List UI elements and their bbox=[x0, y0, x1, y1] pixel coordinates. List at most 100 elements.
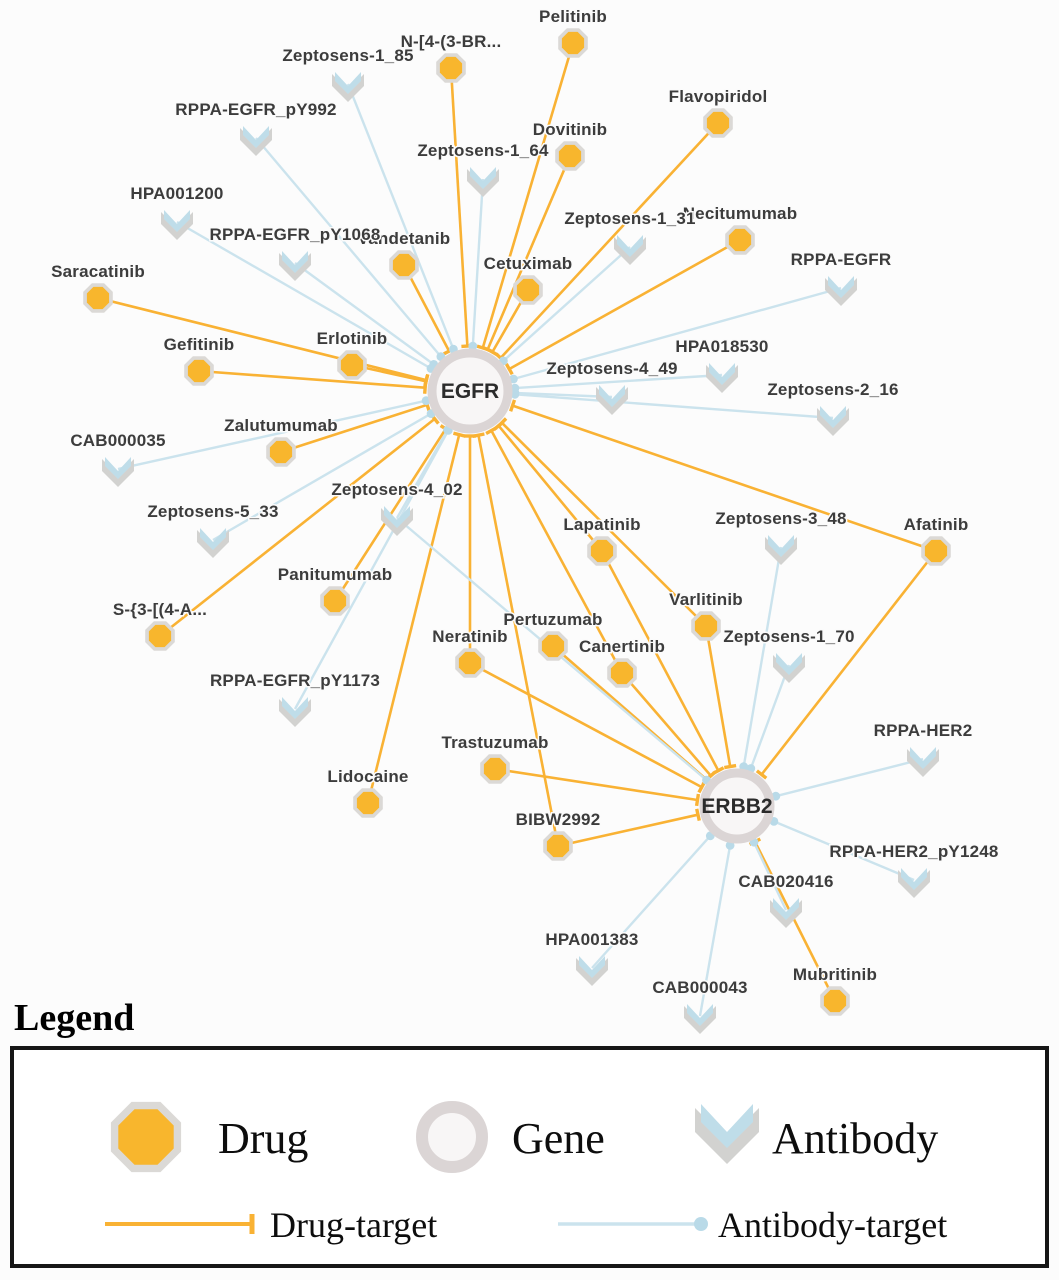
edge-varlitinib-erbb2 bbox=[704, 625, 732, 767]
drug-octagon-icon bbox=[694, 614, 718, 638]
antibody-chevron-icon bbox=[579, 956, 605, 978]
drug-node-flavopiridol bbox=[703, 108, 733, 138]
gene-icon bbox=[416, 1101, 488, 1173]
drug-target-endcap bbox=[697, 780, 707, 794]
drug-target-endcap bbox=[472, 432, 485, 438]
erlotinib-label: Erlotinib bbox=[317, 329, 388, 348]
hpa001383-label: HPA001383 bbox=[545, 930, 638, 949]
drug-target-endcap bbox=[695, 808, 701, 821]
drug-octagon-icon bbox=[458, 651, 482, 675]
legend-item-drug-target: Drug-target bbox=[105, 1205, 437, 1245]
edge-rppa-her2-py1248-erbb2 bbox=[773, 820, 915, 882]
gene-node-erbb2 bbox=[699, 768, 775, 844]
antibody-node-hpa018530 bbox=[706, 363, 738, 393]
pelitinib-label: Pelitinib bbox=[539, 7, 607, 26]
edge-lapatinib-egfr bbox=[497, 424, 604, 552]
antibody-chevron-icon bbox=[164, 210, 190, 232]
antibody-node-zeptosens-4-02 bbox=[381, 506, 413, 536]
drug-octagon-icon bbox=[323, 589, 347, 613]
drug-octagon-icon bbox=[823, 989, 847, 1013]
edge-zeptosens-1-85-egfr bbox=[346, 83, 455, 350]
antibody-chevron-back bbox=[381, 508, 413, 536]
lidocaine-label: Lidocaine bbox=[327, 767, 408, 786]
drug-octagon-icon bbox=[546, 834, 570, 858]
drug-octagon-icon bbox=[187, 359, 211, 383]
hpa018530-label: HPA018530 bbox=[675, 337, 768, 356]
drug-target-endcap bbox=[496, 417, 508, 429]
drug-target-endcap bbox=[724, 763, 737, 770]
s-3-4-a-label: S-{3-[(4-A... bbox=[113, 600, 207, 619]
edge-n-4-3-br-egfr bbox=[449, 67, 469, 347]
mubritinib-label: Mubritinib bbox=[793, 965, 877, 984]
antibody-chevron-back bbox=[898, 870, 930, 898]
drug-node-n-4-3-br bbox=[436, 53, 466, 83]
zalutumumab-label: Zalutumumab bbox=[224, 416, 338, 435]
neratinib-label: Neratinib bbox=[432, 627, 507, 646]
edge-rppa-egfr-py1173-egfr bbox=[293, 429, 450, 710]
legend-box bbox=[10, 1046, 1049, 1268]
edge-zeptosens-4-49-egfr bbox=[514, 391, 613, 399]
zeptosens-1-85-label: Zeptosens-1_85 bbox=[282, 46, 413, 65]
antibody-node-rppa-egfr-py1068 bbox=[279, 251, 311, 281]
antibody-node-rppa-her2 bbox=[907, 747, 939, 777]
cetuximab-label: Cetuximab bbox=[484, 254, 573, 273]
antibody-chevron-icon bbox=[687, 1004, 713, 1026]
drug-node-necitumumab bbox=[725, 225, 755, 255]
edge-hpa018530-egfr bbox=[514, 373, 723, 390]
drug-target-endcap bbox=[452, 431, 466, 438]
antibody-chevron-icon bbox=[617, 235, 643, 257]
antibody-chevron-back bbox=[161, 212, 193, 240]
drug-octagon-icon bbox=[561, 31, 585, 55]
drug-node-trastuzumab bbox=[480, 754, 510, 784]
legend-antibody-target-label: Antibody-target bbox=[718, 1205, 947, 1245]
antibody-chevron-back bbox=[596, 387, 628, 415]
edge-cab000035-egfr bbox=[117, 399, 427, 471]
egfr-label: EGFR bbox=[441, 380, 499, 403]
antibody-node-rppa-egfr-py992 bbox=[240, 126, 272, 156]
antibody-target-enddot bbox=[468, 341, 478, 351]
drug-target-endcap bbox=[504, 362, 514, 376]
antibody-chevron-icon bbox=[773, 898, 799, 920]
nodes-layer bbox=[83, 28, 951, 1034]
antibody-chevron-icon bbox=[709, 363, 735, 385]
antibody-chevron-back bbox=[102, 459, 134, 487]
drug-octagon-icon bbox=[439, 56, 463, 80]
drug-node-neratinib bbox=[455, 648, 485, 678]
antibody-node-zeptosens-3-48 bbox=[765, 535, 797, 565]
drug-node-pertuzumab bbox=[538, 631, 568, 661]
edge-gefitinib-egfr bbox=[198, 369, 426, 389]
antibody-chevron-back bbox=[825, 278, 857, 306]
legend-drug-target-label: Drug-target bbox=[270, 1205, 437, 1245]
edge-cab020416-erbb2 bbox=[752, 841, 788, 911]
erbb2-label: ERBB2 bbox=[701, 795, 772, 818]
drug-octagon-icon bbox=[590, 539, 614, 563]
gene-circle-icon bbox=[427, 348, 513, 434]
legend-gene-label: Gene bbox=[512, 1114, 605, 1163]
antibody-chevron-icon bbox=[776, 653, 802, 675]
antibody-chevron-back bbox=[770, 900, 802, 928]
legend-item-gene: Gene bbox=[416, 1101, 605, 1173]
legend-drug-label: Drug bbox=[218, 1114, 308, 1163]
varlitinib-label: Varlitinib bbox=[669, 590, 743, 609]
edge-necitumumab-egfr bbox=[508, 238, 741, 371]
zeptosens-4-49-label: Zeptosens-4_49 bbox=[546, 359, 677, 378]
drug-target-endcap bbox=[423, 375, 429, 388]
edge-cab000043-erbb2 bbox=[698, 845, 732, 1017]
edge-varlitinib-egfr bbox=[500, 421, 707, 627]
legend: Legend Drug Gene Antibody Drug-target bbox=[10, 997, 1049, 1268]
drug-octagon-icon bbox=[541, 634, 565, 658]
edge-zeptosens-3-48-erbb2 bbox=[742, 546, 783, 767]
antibody-icon bbox=[695, 1104, 759, 1164]
drug-target-endcap bbox=[755, 769, 768, 780]
legend-title: Legend bbox=[14, 997, 134, 1039]
edge-dovitinib-egfr bbox=[486, 155, 572, 351]
gefitinib-label: Gefitinib bbox=[164, 335, 235, 354]
cab000035-label: CAB000035 bbox=[70, 431, 165, 450]
bibw2992-label: BIBW2992 bbox=[516, 810, 601, 829]
edge-zalutumumab-egfr bbox=[280, 403, 428, 454]
antibody-node-rppa-egfr bbox=[825, 276, 857, 306]
drug-octagon-icon bbox=[392, 253, 416, 277]
saracatinib-label: Saracatinib bbox=[51, 262, 145, 281]
antibody-chevron-icon bbox=[901, 868, 927, 890]
drug-node-erlotinib bbox=[337, 350, 367, 380]
